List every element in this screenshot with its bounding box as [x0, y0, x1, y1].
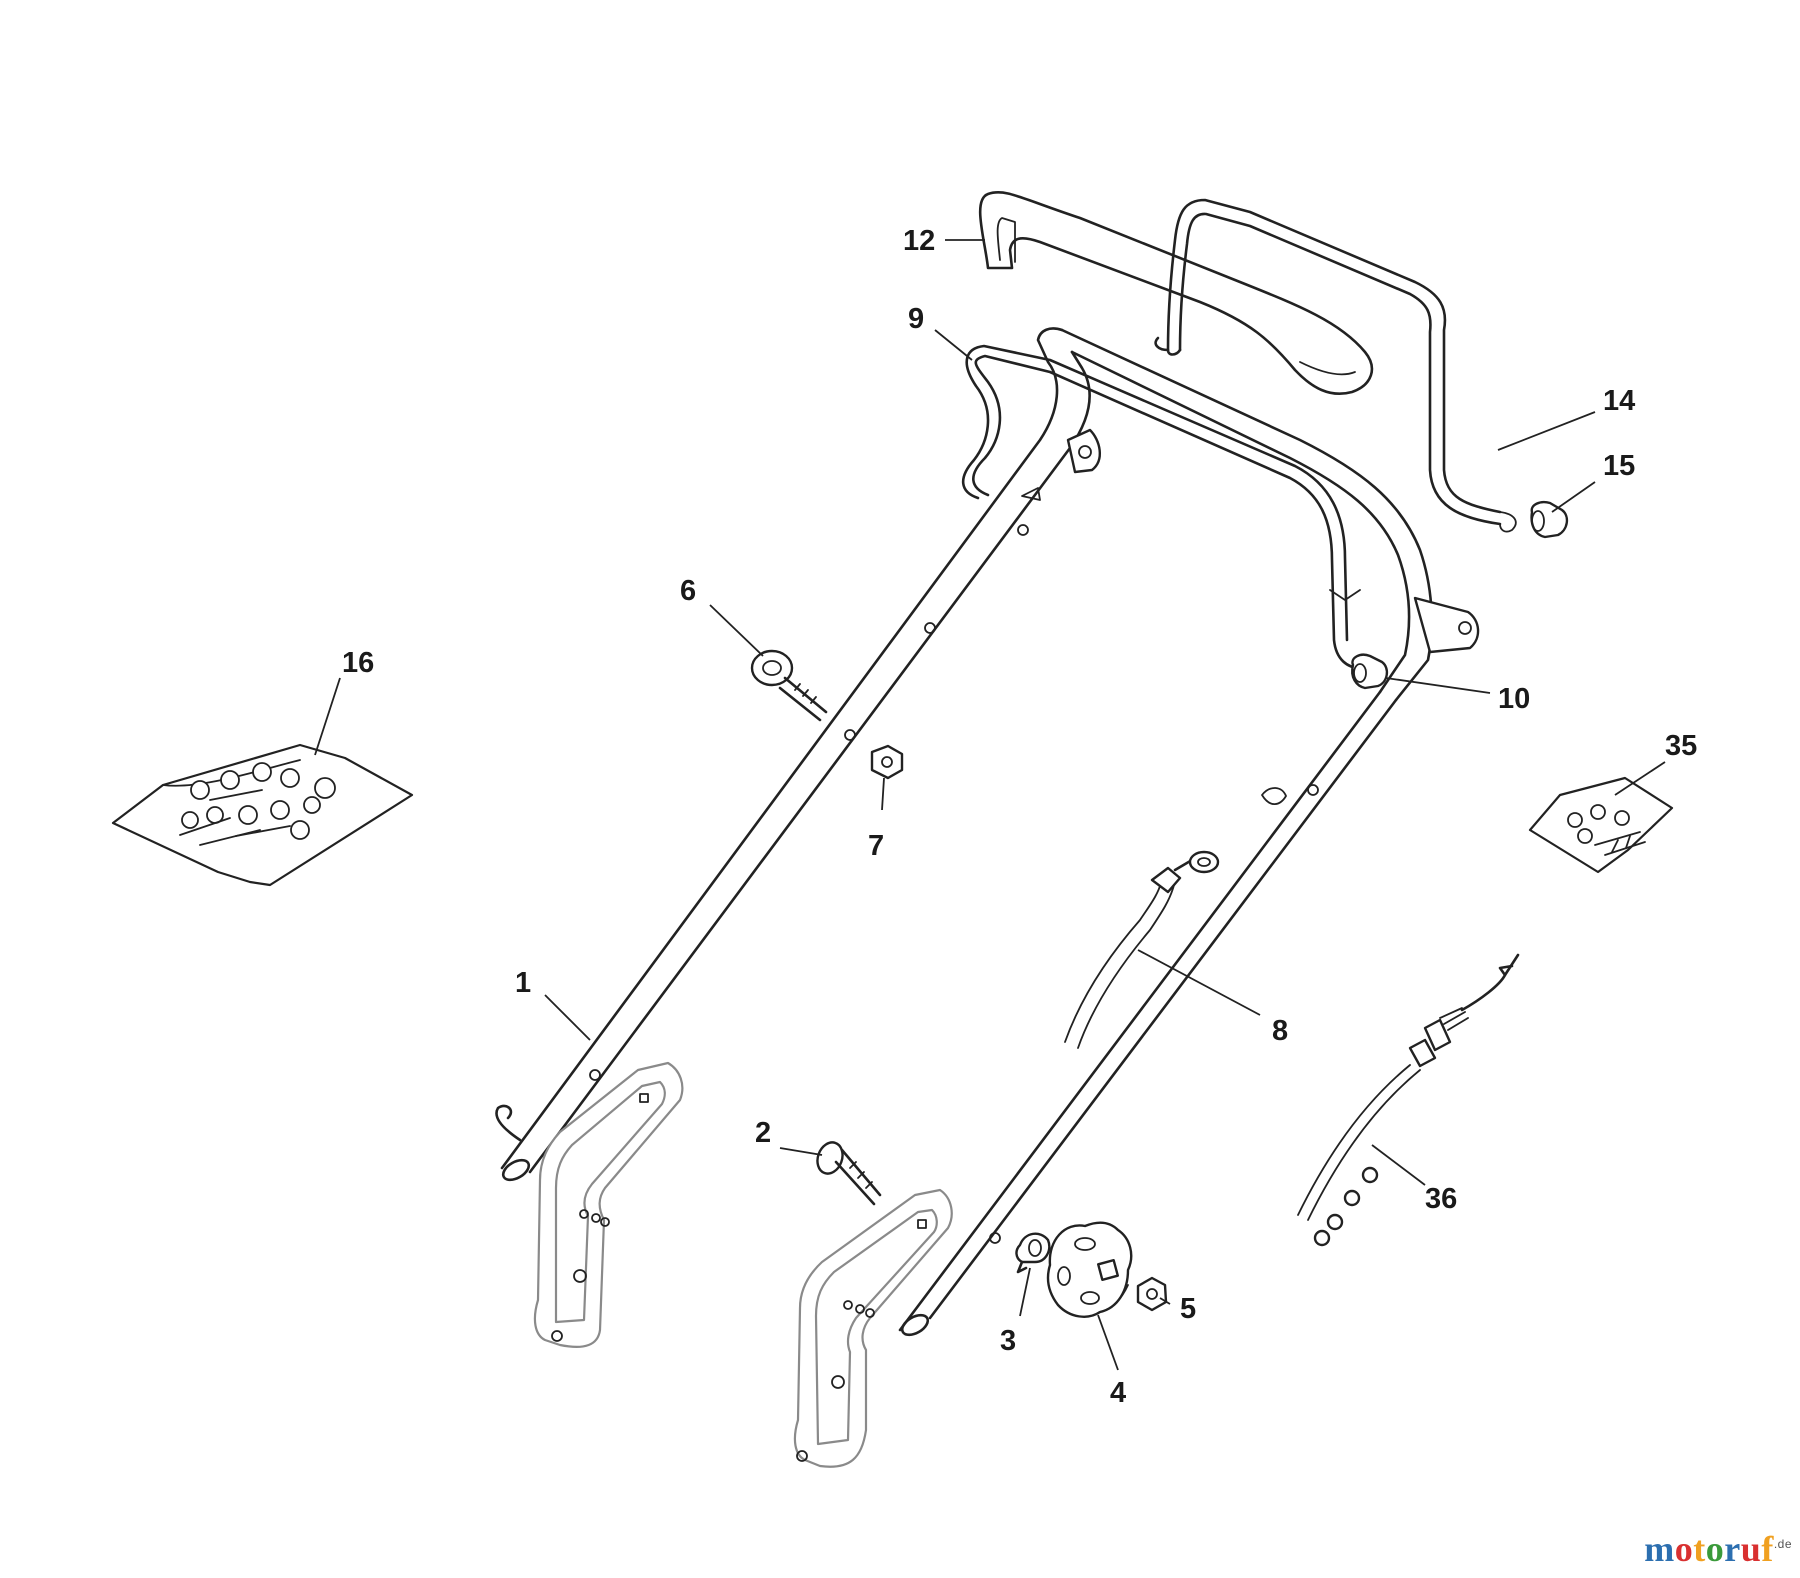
callout-12: 12: [903, 225, 935, 257]
part-35-small-bag: [1528, 776, 1674, 874]
part-14-bail-lever: [1154, 198, 1517, 533]
bag-35-contents: [1567, 804, 1646, 856]
watermark-letter: o: [1674, 1529, 1694, 1569]
watermark-letter: m: [1644, 1529, 1675, 1569]
part-5-nut: [1136, 1276, 1168, 1312]
motoruf-watermark-logo: motoruf.de: [1644, 1528, 1792, 1570]
leader-lines: [314, 239, 1666, 1371]
part-3-cam: [1015, 1232, 1051, 1274]
part-4-knob: [1046, 1221, 1133, 1318]
callout-3: 3: [1000, 1325, 1016, 1357]
part-16-hardware-bag: [111, 743, 414, 887]
watermark-suffix: .de: [1773, 1537, 1792, 1551]
callout-35: 35: [1665, 730, 1697, 762]
callout-4: 4: [1110, 1377, 1126, 1409]
callout-1: 1: [515, 967, 531, 999]
part-2-carriage-bolt: [816, 1141, 882, 1206]
part-9-inner-bail: [961, 344, 1362, 670]
watermark-letter: t: [1693, 1529, 1706, 1569]
part-8-cable: [1064, 850, 1220, 1049]
part-36-cable: [1297, 953, 1520, 1247]
watermark-letter: u: [1740, 1529, 1762, 1569]
ghost-bracket-right: [793, 1188, 953, 1468]
bag-16-contents: [179, 762, 336, 846]
callout-7: 7: [868, 830, 884, 862]
part-12-upper-handle: [978, 190, 1374, 396]
callout-14: 14: [1603, 385, 1635, 417]
callout-36: 36: [1425, 1183, 1457, 1215]
watermark-letter: o: [1705, 1529, 1725, 1569]
callouts: 12 9 14 15 6 16 10 35 7 1 8 2 36 5 3 4: [342, 225, 1697, 1409]
part-6-eye-bolt: [750, 649, 828, 722]
callout-16: 16: [342, 647, 374, 679]
ghost-bracket-left: [533, 1061, 684, 1348]
callout-5: 5: [1180, 1293, 1196, 1325]
part-15-sleeve: [1530, 500, 1569, 539]
watermark-letter: r: [1724, 1529, 1741, 1569]
callout-2: 2: [755, 1117, 771, 1149]
callout-15: 15: [1603, 450, 1635, 482]
watermark-letter: f: [1761, 1529, 1774, 1569]
callout-10: 10: [1498, 683, 1530, 715]
part-1-handle-frame: [495, 327, 1480, 1337]
callout-6: 6: [680, 575, 696, 607]
part-7-nut: [870, 744, 904, 780]
part-10-sleeve: [1351, 653, 1389, 690]
callout-9: 9: [908, 303, 924, 335]
callout-8: 8: [1272, 1015, 1288, 1047]
